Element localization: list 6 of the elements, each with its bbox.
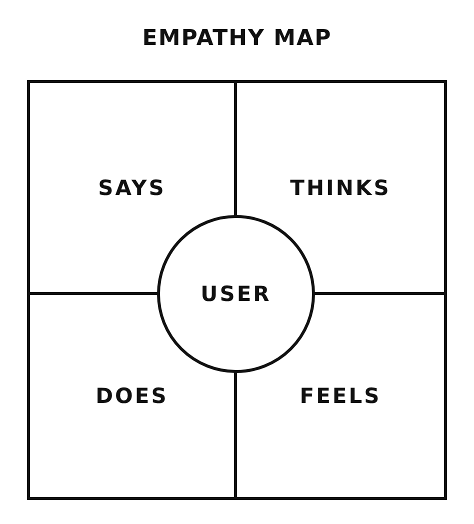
quadrant-label: USER [200,282,272,306]
quadrant-label: THINKS [290,176,391,200]
diagram-title: EMPATHY MAP [142,26,332,51]
quadrant-label: SAYS [98,176,166,200]
quadrant-label: DOES [96,384,168,408]
quadrant-label: FEELS [300,384,382,408]
